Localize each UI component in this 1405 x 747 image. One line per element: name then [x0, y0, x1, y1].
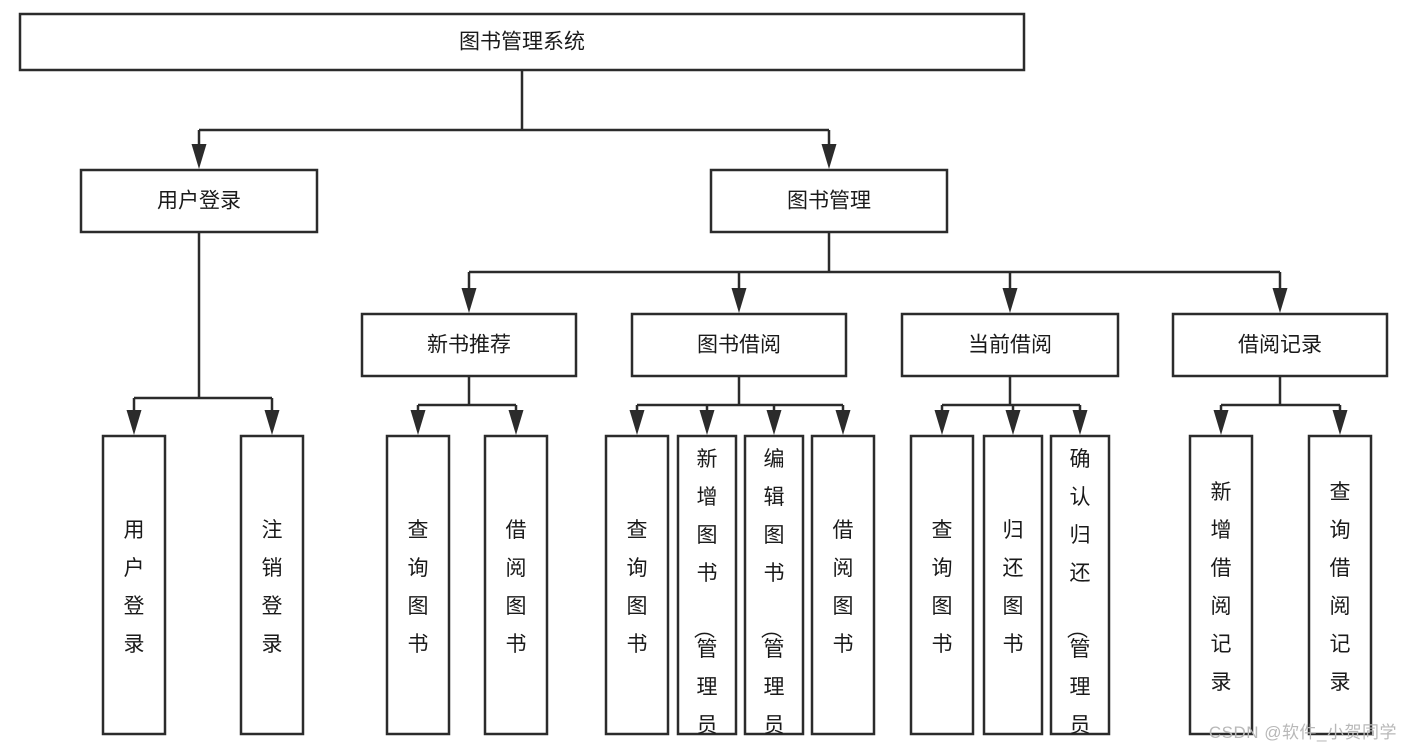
node-label: 归还图书	[1003, 519, 1024, 656]
node-label: 图书借阅	[697, 334, 781, 357]
node-box[interactable]	[385, 434, 451, 736]
node-label: 用户登录	[157, 190, 241, 213]
connector-group	[191, 70, 837, 169]
node-box[interactable]	[604, 434, 670, 736]
node-box[interactable]	[630, 312, 848, 378]
node-label: 用户登录	[124, 519, 145, 656]
node-label: 查询图书	[932, 519, 953, 656]
node-label: 新书推荐	[427, 334, 511, 357]
connector-layer	[126, 70, 1348, 435]
node-box[interactable]	[239, 434, 305, 736]
node-box[interactable]	[900, 312, 1120, 378]
node-leaf-query-record[interactable]: 查询借阅记录	[1307, 434, 1373, 736]
arrow-head-icon	[1005, 410, 1021, 435]
node-label: 借阅图书	[833, 519, 854, 656]
arrow-head-icon	[1213, 410, 1229, 435]
node-book-manage[interactable]: 图书管理	[709, 168, 949, 234]
node-box[interactable]	[1188, 434, 1254, 736]
node-layer: 图书管理系统用户登录图书管理新书推荐图书借阅当前借阅借阅记录用户登录注销登录查询…	[18, 12, 1389, 747]
node-leaf-edit-book[interactable]: 编辑图书（管理员）	[743, 434, 805, 747]
node-box[interactable]	[101, 434, 167, 736]
connector-group	[1213, 376, 1348, 435]
node-box[interactable]	[676, 434, 738, 736]
node-box[interactable]	[709, 168, 949, 234]
node-box[interactable]	[79, 168, 319, 234]
arrow-head-icon	[1332, 410, 1348, 435]
node-label: 查询图书	[627, 519, 648, 656]
node-label: 查询借阅记录	[1330, 481, 1351, 694]
node-leaf-user-login[interactable]: 用户登录	[101, 434, 167, 736]
node-label: 新增图书（管理员）	[692, 448, 718, 747]
node-box[interactable]	[1307, 434, 1373, 736]
node-label: 注销登录	[262, 519, 283, 656]
connector-group	[126, 232, 280, 435]
node-label: 借阅图书	[506, 519, 527, 656]
node-box[interactable]	[982, 434, 1044, 736]
node-user-login[interactable]: 用户登录	[79, 168, 319, 234]
node-leaf-borrow-book-2[interactable]: 借阅图书	[810, 434, 876, 736]
node-label: 图书管理系统	[459, 31, 585, 54]
node-leaf-borrow-book-1[interactable]: 借阅图书	[483, 434, 549, 736]
node-box[interactable]	[1049, 434, 1111, 736]
connector-group	[461, 232, 1288, 313]
node-box[interactable]	[483, 434, 549, 736]
node-label: 确认归还（管理员）	[1065, 448, 1091, 747]
arrow-head-icon	[629, 410, 645, 435]
connector-group	[934, 376, 1088, 435]
arrow-head-icon	[835, 410, 851, 435]
node-leaf-confirm-return[interactable]: 确认归还（管理员）	[1049, 434, 1111, 747]
node-box[interactable]	[810, 434, 876, 736]
arrow-head-icon	[731, 288, 747, 313]
node-leaf-logout[interactable]: 注销登录	[239, 434, 305, 736]
node-box[interactable]	[18, 12, 1026, 72]
node-borrow-record[interactable]: 借阅记录	[1171, 312, 1389, 378]
node-label: 借阅记录	[1238, 334, 1322, 357]
arrow-head-icon	[1002, 288, 1018, 313]
arrow-head-icon	[766, 410, 782, 435]
arrow-head-icon	[1272, 288, 1288, 313]
arrow-head-icon	[191, 144, 207, 169]
node-label: 图书管理	[787, 190, 871, 213]
node-label: 新增借阅记录	[1211, 481, 1232, 694]
arrow-head-icon	[126, 410, 142, 435]
node-book-borrow[interactable]: 图书借阅	[630, 312, 848, 378]
arrow-head-icon	[934, 410, 950, 435]
watermark-text: CSDN @软件_小贺同学	[1208, 723, 1397, 742]
arrow-head-icon	[699, 410, 715, 435]
arrow-head-icon	[410, 410, 426, 435]
arrow-head-icon	[821, 144, 837, 169]
arrow-head-icon	[1072, 410, 1088, 435]
arrow-head-icon	[508, 410, 524, 435]
node-label: 当前借阅	[968, 334, 1052, 357]
node-new-book-recommend[interactable]: 新书推荐	[360, 312, 578, 378]
node-leaf-add-book[interactable]: 新增图书（管理员）	[676, 434, 738, 747]
connector-group	[629, 376, 851, 435]
node-leaf-query-book-2[interactable]: 查询图书	[604, 434, 670, 736]
arrow-head-icon	[264, 410, 280, 435]
node-label: 查询图书	[408, 519, 429, 656]
node-leaf-add-record[interactable]: 新增借阅记录	[1188, 434, 1254, 736]
node-box[interactable]	[743, 434, 805, 736]
node-box[interactable]	[360, 312, 578, 378]
node-root[interactable]: 图书管理系统	[18, 12, 1026, 72]
node-label: 编辑图书（管理员）	[759, 448, 785, 747]
node-leaf-query-book-1[interactable]: 查询图书	[385, 434, 451, 736]
node-current-borrow[interactable]: 当前借阅	[900, 312, 1120, 378]
node-leaf-return-book[interactable]: 归还图书	[982, 434, 1044, 736]
node-leaf-query-book-3[interactable]: 查询图书	[909, 434, 975, 736]
arrow-head-icon	[461, 288, 477, 313]
node-box[interactable]	[909, 434, 975, 736]
connector-group	[410, 376, 524, 435]
node-box[interactable]	[1171, 312, 1389, 378]
